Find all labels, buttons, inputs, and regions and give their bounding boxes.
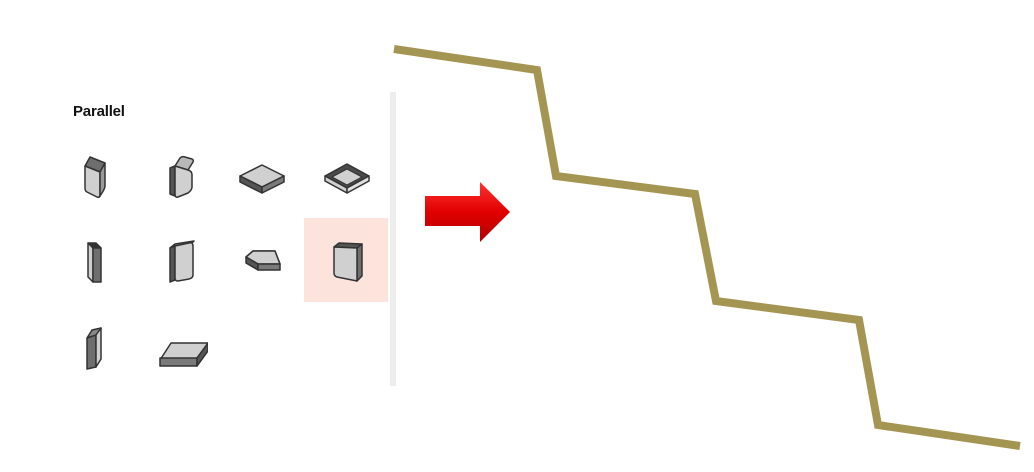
preset-parallel-8[interactable]: [304, 218, 388, 302]
bevel-flat-oblique-icon: [159, 342, 208, 367]
3d-rotation-gallery: Parallel: [0, 0, 396, 472]
bevel-portrait-right-top-icon: [169, 155, 195, 198]
gallery-title: Parallel: [73, 103, 125, 120]
preset-parallel-1[interactable]: [51, 134, 135, 218]
bevel-landscape-inset-icon: [324, 163, 370, 194]
bevel-portrait-right-side-icon: [87, 242, 102, 283]
bevel-portrait-left-top-icon: [84, 156, 106, 199]
preset-parallel-6[interactable]: [136, 218, 220, 302]
preset-parallel-9[interactable]: [51, 302, 135, 386]
bevel-landscape-top-icon: [239, 164, 285, 194]
gallery-scrollbar[interactable]: [390, 92, 396, 386]
preset-parallel-10[interactable]: [136, 302, 220, 386]
right-arrow-icon: [425, 182, 510, 242]
bevel-portrait-front-icon: [333, 242, 363, 282]
preset-parallel-5[interactable]: [51, 218, 135, 302]
preset-parallel-2[interactable]: [136, 134, 220, 218]
preset-parallel-4[interactable]: [305, 134, 389, 218]
preset-parallel-7[interactable]: [220, 218, 304, 302]
bevel-flat-front-icon: [245, 250, 281, 271]
bevel-portrait-left-thin-icon: [86, 327, 102, 370]
staircase-line: [393, 45, 1021, 450]
bevel-portrait-left-side-icon: [169, 240, 195, 283]
preset-parallel-3[interactable]: [220, 134, 304, 218]
